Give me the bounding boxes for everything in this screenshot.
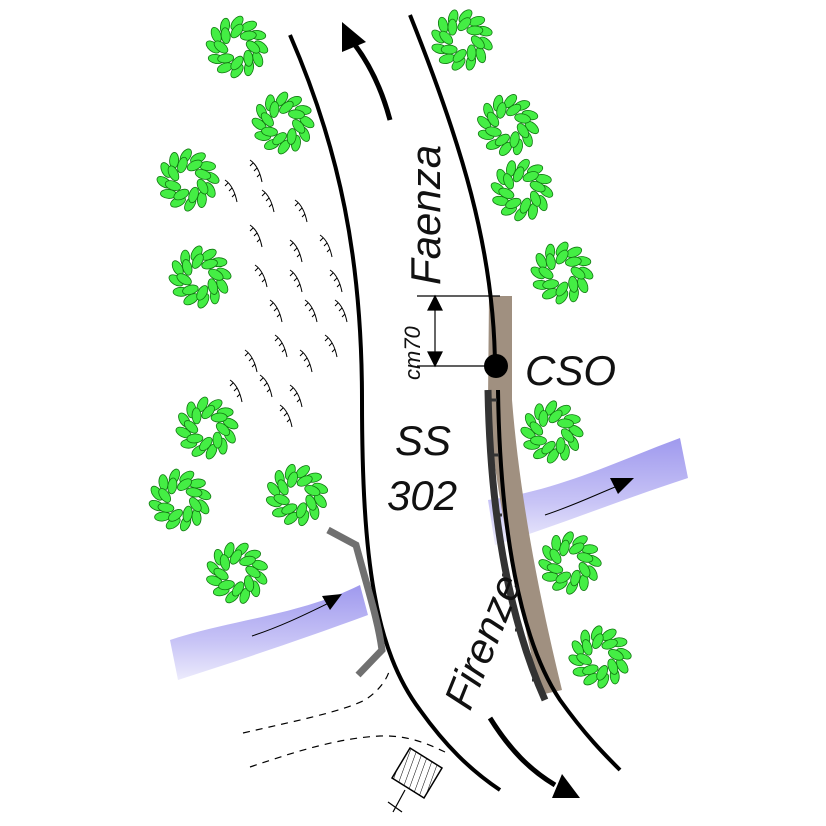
road-edge-right — [408, 14, 497, 371]
label-ss: SS — [395, 417, 451, 464]
grass-mark — [224, 179, 238, 203]
grass-mark — [269, 299, 283, 323]
grass-mark — [329, 269, 343, 293]
grass-mark — [319, 234, 333, 258]
grass-mark — [254, 264, 268, 288]
arrow-south — [487, 716, 557, 788]
grass-mark — [229, 379, 243, 403]
guardrail-right — [484, 389, 549, 702]
grass-mark — [299, 349, 313, 373]
tree-icon — [530, 241, 594, 305]
grass-mark — [294, 199, 308, 223]
tree-icon — [168, 245, 232, 309]
building-icon — [387, 746, 444, 813]
grass-mark — [289, 384, 303, 408]
label-dimension: cm70 — [400, 325, 425, 380]
road-edge-left — [288, 34, 502, 792]
trees — [148, 9, 632, 689]
tree-icon — [431, 9, 493, 71]
guardrail-left — [326, 526, 386, 678]
river-left-arrowhead — [322, 594, 342, 610]
label-302: 302 — [387, 472, 457, 519]
guardrail-posts — [490, 398, 539, 682]
road-edge-right-lower — [496, 389, 622, 772]
tree-icon — [251, 91, 315, 155]
arrow-south-head — [552, 774, 580, 798]
river-right — [488, 438, 688, 545]
verge-strip — [488, 296, 562, 695]
tree-icon — [175, 396, 239, 460]
tree-icon — [490, 158, 554, 222]
dimension-marker — [417, 294, 500, 368]
river-right-flow-arrow — [544, 484, 621, 516]
tree-icon — [206, 542, 268, 604]
grass-mark — [289, 239, 303, 263]
grass-mark — [259, 374, 273, 398]
grass-mark — [274, 334, 288, 358]
footpath-lower — [249, 735, 446, 768]
footpath-upper — [242, 667, 391, 734]
grass-mark — [249, 224, 263, 248]
tree-icon — [538, 531, 602, 595]
grass-mark — [261, 189, 275, 213]
tree-icon — [156, 148, 220, 212]
label-faenza: Faenza — [402, 145, 449, 285]
tree-icon — [477, 94, 539, 156]
grass-mark — [244, 349, 258, 373]
tree-icon — [265, 463, 329, 527]
grass-mark — [279, 404, 293, 428]
arrow-north — [352, 43, 393, 121]
tree-icon — [205, 15, 269, 79]
grass-mark — [289, 269, 303, 293]
label-firenze: Firenze — [435, 568, 531, 715]
grass-mark — [249, 159, 263, 183]
arrow-north-head — [342, 22, 366, 52]
grass-mark — [334, 299, 348, 323]
label-cso: CSO — [525, 347, 616, 394]
grass-mark — [324, 334, 338, 358]
grass-slope-marks — [224, 159, 348, 428]
tree-icon — [148, 468, 212, 532]
tree-icon — [568, 625, 632, 689]
grass-mark — [304, 299, 318, 323]
cso-point — [484, 354, 508, 378]
river-right-arrowhead — [610, 478, 634, 494]
tree-icon — [520, 400, 584, 464]
river-left — [170, 585, 368, 680]
